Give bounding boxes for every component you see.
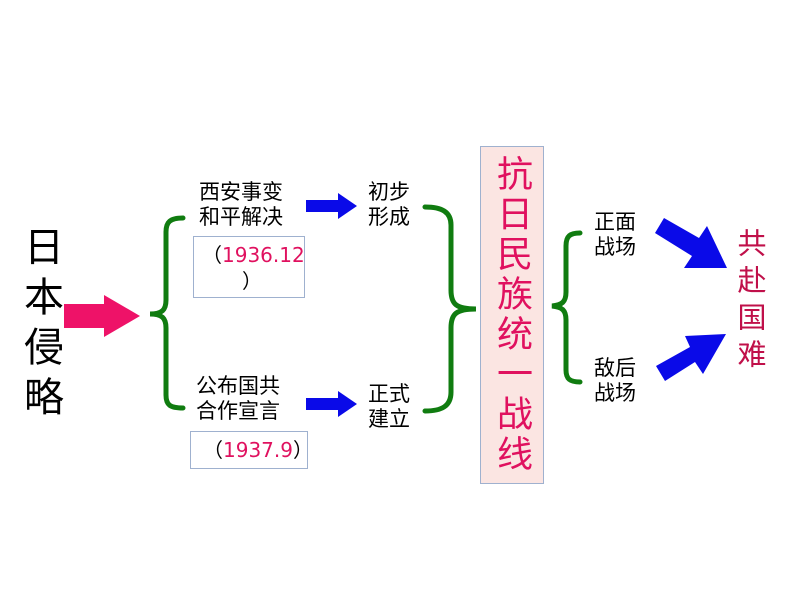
front-battlefield-line2: 战场 <box>594 235 636 259</box>
xian-incident-line1: 西安事变 <box>199 180 283 204</box>
right-brace <box>551 230 583 385</box>
xian-incident-label: 西安事变 和平解决 <box>199 180 283 230</box>
date-close-paren: ） <box>292 438 313 462</box>
rear-battlefield-line2: 战场 <box>594 381 636 405</box>
date-value-1937: 1937.9 <box>223 438 293 462</box>
middle-brace <box>422 204 477 414</box>
date-box-1937: （1937.9） <box>190 431 313 469</box>
xian-incident-line2: 和平解决 <box>199 205 283 229</box>
blue-arrow-rear-icon <box>656 334 726 381</box>
date-value-1936: 1936.12 <box>222 243 305 267</box>
date-close-paren: ） <box>242 269 262 293</box>
blue-arrow-bottom-icon <box>306 391 357 417</box>
rear-battlefield-label: 敌后 战场 <box>594 356 636 406</box>
coop-declaration-label: 公布国共 合作宣言 <box>196 374 280 424</box>
coop-declaration-line2: 合作宣言 <box>196 399 280 423</box>
left-brace <box>149 215 186 411</box>
national-crisis-label: 共赴国难 <box>733 228 767 376</box>
coop-declaration-line1: 公布国共 <box>196 374 280 398</box>
rear-battlefield-line1: 敌后 <box>594 356 636 380</box>
formal-establishment-line2: 建立 <box>368 407 410 431</box>
front-battlefield-label: 正面 战场 <box>594 210 636 260</box>
united-front-label: 抗日民族统一战线 <box>491 155 532 475</box>
date-box-1936: （1936.12 ） <box>193 236 305 298</box>
date-open-paren: （ <box>203 438 223 462</box>
initial-formation-line2: 形成 <box>368 205 410 229</box>
blue-arrow-front-icon <box>655 218 727 268</box>
blue-arrow-top-icon <box>306 193 357 219</box>
formal-establishment-label: 正式 建立 <box>368 382 410 432</box>
united-front-box: 抗日民族统一战线 <box>480 146 544 484</box>
formal-establishment-line1: 正式 <box>368 382 410 406</box>
pink-arrow-icon <box>64 295 140 337</box>
front-battlefield-line1: 正面 <box>594 210 636 234</box>
initial-formation-label: 初步 形成 <box>368 180 410 230</box>
initial-formation-line1: 初步 <box>368 180 410 204</box>
japan-invasion-label: 日本侵略 <box>17 226 63 426</box>
date-open-paren: （ <box>202 243 222 267</box>
